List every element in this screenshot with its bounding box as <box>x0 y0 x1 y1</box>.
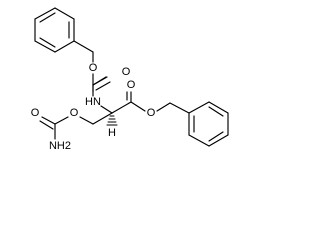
atom-label-nh2: NH2 <box>49 140 71 152</box>
double-bond <box>41 116 56 125</box>
double-bond-inner <box>39 37 56 48</box>
double-bond-inner <box>39 12 56 23</box>
double-bond <box>95 81 111 91</box>
bond <box>188 134 210 147</box>
bond <box>34 40 56 53</box>
bond <box>169 102 190 114</box>
double-bond-inner <box>208 131 224 142</box>
bond <box>156 102 171 112</box>
hashed-wedge-bond <box>106 115 118 126</box>
cbz-chain <box>73 40 111 97</box>
bond <box>73 40 94 53</box>
double-bond-inner <box>208 106 224 117</box>
atom-label-o: O <box>147 107 156 119</box>
bond <box>208 101 229 114</box>
bond <box>208 134 229 147</box>
top-benzene-ring <box>34 7 75 53</box>
bond <box>54 116 69 125</box>
bond <box>100 105 113 114</box>
bond <box>188 101 210 114</box>
double-bond <box>92 76 108 86</box>
bond <box>111 101 132 114</box>
atom-label-h: H <box>108 127 116 139</box>
double-bond <box>39 120 54 130</box>
atom-label-o: O <box>122 66 131 78</box>
atom-label-o: O <box>127 79 136 91</box>
bond <box>130 101 146 112</box>
bond <box>92 112 113 125</box>
right-benzene-ring <box>188 101 229 147</box>
bond <box>34 7 56 20</box>
bond <box>79 116 94 125</box>
atom-label-o: O <box>31 107 40 119</box>
atom-label-o: O <box>89 62 98 74</box>
atom-label-nh: HN <box>85 96 101 108</box>
bond <box>54 7 75 20</box>
bond <box>54 40 75 53</box>
structure-diagram: O O HN O O O O NH2 H <box>31 7 229 152</box>
atom-label-o: O <box>70 107 79 119</box>
